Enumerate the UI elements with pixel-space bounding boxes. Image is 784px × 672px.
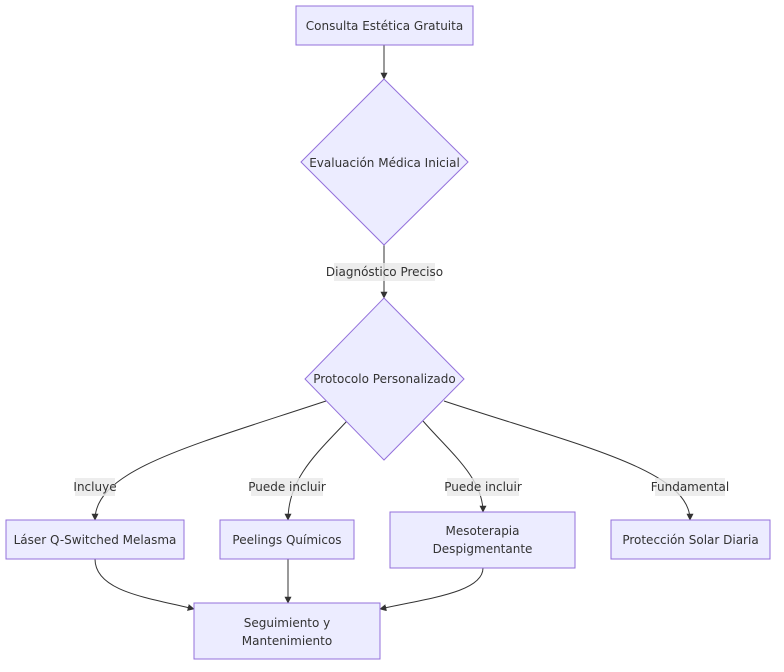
node-evaluacion-label: Evaluación Médica Inicial — [309, 156, 460, 170]
node-laser: Láser Q-Switched Melasma — [5, 519, 185, 560]
edge-label-diagnostico: Diagnóstico Preciso — [326, 263, 443, 281]
edge-label-puede-incluir-2: Puede incluir — [444, 478, 522, 496]
node-consulta: Consulta Estética Gratuita — [295, 5, 474, 46]
node-seguimiento-label-line2: Mantenimiento — [242, 634, 332, 648]
node-consulta-label: Consulta Estética Gratuita — [306, 19, 463, 33]
edge-label-puede-incluir-2-text: Puede incluir — [444, 480, 522, 494]
node-seguimiento: Seguimiento y Mantenimiento — [193, 602, 381, 660]
node-peelings: Peelings Químicos — [219, 519, 355, 560]
node-mesoterapia-label-line1: Mesoterapia — [445, 524, 519, 538]
node-protocolo: Protocolo Personalizado — [304, 297, 465, 461]
edge-label-diagnostico-text: Diagnóstico Preciso — [326, 265, 443, 279]
node-mesoterapia: Mesoterapia Despigmentante — [389, 511, 576, 569]
edge-label-fundamental-text: Fundamental — [651, 480, 730, 494]
node-proteccion-label: Protección Solar Diaria — [622, 533, 758, 547]
edge-label-incluye: Incluye — [73, 478, 117, 496]
node-protocolo-label: Protocolo Personalizado — [313, 372, 455, 386]
edge-labels: Diagnóstico Preciso Incluye Puede inclui… — [73, 263, 729, 496]
edge-label-puede-incluir-1: Puede incluir — [248, 478, 326, 496]
edge-protocolo-mesoterapia — [422, 420, 487, 513]
edge-protocolo-peelings — [284, 420, 348, 521]
node-evaluacion: Evaluación Médica Inicial — [300, 78, 469, 246]
edge-mesoterapia-seguimiento — [379, 567, 484, 612]
edge-protocolo-proteccion — [443, 400, 694, 521]
nodes: Consulta Estética Gratuita Evaluación Mé… — [5, 5, 771, 660]
edge-laser-seguimiento — [94, 558, 195, 611]
edge-label-fundamental: Fundamental — [651, 478, 730, 496]
edges — [91, 45, 694, 612]
node-laser-label: Láser Q-Switched Melasma — [14, 533, 177, 547]
edge-protocolo-laser — [91, 400, 327, 521]
edge-label-incluye-text: Incluye — [73, 480, 116, 494]
node-peelings-label: Peelings Químicos — [232, 533, 341, 547]
node-seguimiento-label-line1: Seguimiento y — [244, 616, 331, 630]
edge-label-puede-incluir-1-text: Puede incluir — [248, 480, 326, 494]
node-proteccion: Protección Solar Diaria — [610, 519, 771, 560]
node-mesoterapia-label-line2: Despigmentante — [433, 542, 533, 556]
